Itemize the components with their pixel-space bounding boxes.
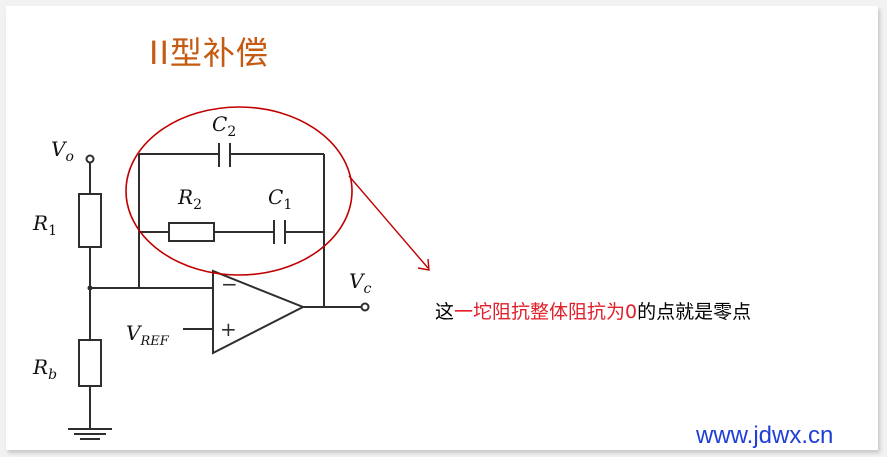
label-vo: Vo [51,137,74,165]
vc-terminal [360,302,370,312]
ground-symbol [68,428,112,440]
junction-dot [87,285,93,291]
op-amp-triangle [212,269,306,355]
highlight-ellipse [125,106,353,276]
label-r2: R2 [177,185,202,213]
annotation-highlight: 一坨阻抗整体阻抗为0 [454,301,638,323]
annotation-suffix: 的点就是零点 [637,301,752,323]
r1-resistor [78,193,102,248]
label-vref: VREF [126,321,170,349]
vo-terminal [85,154,95,164]
compensation-circuit-diagram: − + Vo R1 Rb C2 R2 C1 Vc VREF [32,106,430,440]
label-r1: R1 [32,211,57,239]
annotation-prefix: 这 [435,301,455,323]
inverting-input-sign: − [221,272,238,296]
noninverting-input-sign: + [220,317,237,341]
slide: II型补偿 [6,6,878,450]
label-c2: C2 [212,112,236,140]
slide-title: II型补偿 [149,34,269,72]
r2-resistor [168,222,215,242]
rb-resistor [78,339,102,387]
label-vc: Vc [349,269,371,297]
annotation-arrowhead [417,258,430,271]
watermark-url: www.jdwx.cn [696,422,834,449]
label-c1: C1 [268,185,292,213]
label-rb: Rb [32,355,57,383]
annotation-arrow [348,175,429,269]
zero-point-annotation: 这一坨阻抗整体阻抗为0的点就是零点 [435,297,751,324]
